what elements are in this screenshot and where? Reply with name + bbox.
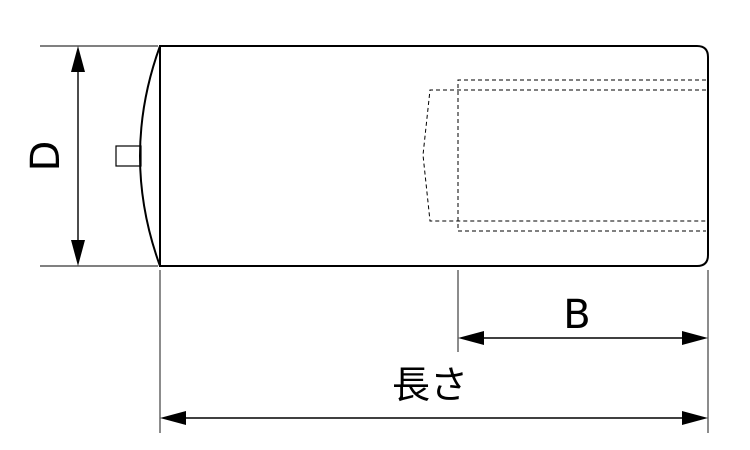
pin-body-outline: [159, 45, 709, 267]
pin-center-nub: [115, 145, 142, 167]
arrow-b-right: [682, 331, 708, 345]
arrow-d-top: [71, 46, 85, 72]
label-b-length: B: [563, 292, 590, 338]
hidden-bore-inner: [422, 89, 706, 222]
label-total-length: 長さ: [392, 363, 468, 407]
arrow-b-left: [458, 331, 484, 345]
hidden-bore-outer: [457, 79, 706, 232]
pin-dome-end: [139, 45, 161, 267]
arrow-total-right: [682, 411, 708, 425]
label-diameter: D: [23, 141, 69, 172]
arrow-d-bottom: [71, 240, 85, 266]
arrow-total-left: [160, 411, 186, 425]
